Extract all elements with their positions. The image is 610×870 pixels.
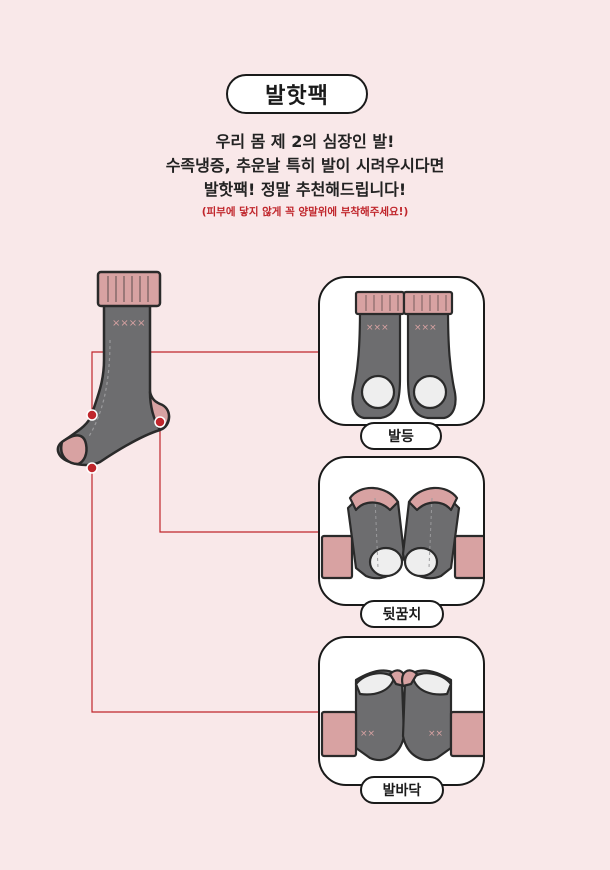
svg-text:××××: ×××× [112,318,146,329]
svg-text:××: ×× [428,729,443,739]
panel-sole: ×× ×× [318,636,485,786]
heel-socks-illustration [320,486,483,580]
page-title: 발핫팩 [226,74,368,114]
sole-socks-illustration: ×× ×× [320,669,483,762]
svg-text:×××: ××× [366,323,389,333]
label-sole: 발바닥 [360,776,444,804]
big-sock-illustration: ×××× [56,270,171,467]
target-dot-sole [86,462,98,474]
instep-socks-illustration: ××× ××× [351,290,457,420]
panel-instep: ××× ××× [318,276,485,426]
label-instep: 발등 [360,422,442,450]
leader-line-sole [91,468,320,713]
svg-text:××: ×× [360,729,375,739]
target-dot-heel [154,416,166,428]
label-heel: 뒷꿈치 [360,600,444,628]
leader-line-heel [159,422,320,533]
leader-lines [91,351,320,713]
intro-line-2: 수족냉증, 추운날 특히 발이 시려우시다면 [165,156,445,175]
intro-line-3: 발핫팩! 정말 추천해드립니다! [203,180,407,199]
intro-line-1: 우리 몸 제 2의 심장인 발! [215,132,395,151]
target-points [86,409,166,474]
caution-note: (피부에 닿지 않게 꼭 양말위에 부착해주세요!) [201,206,409,218]
leader-line-top [91,351,320,415]
svg-text:×××: ××× [414,323,437,333]
target-dot-top [86,409,98,421]
panel-heel [318,456,485,606]
